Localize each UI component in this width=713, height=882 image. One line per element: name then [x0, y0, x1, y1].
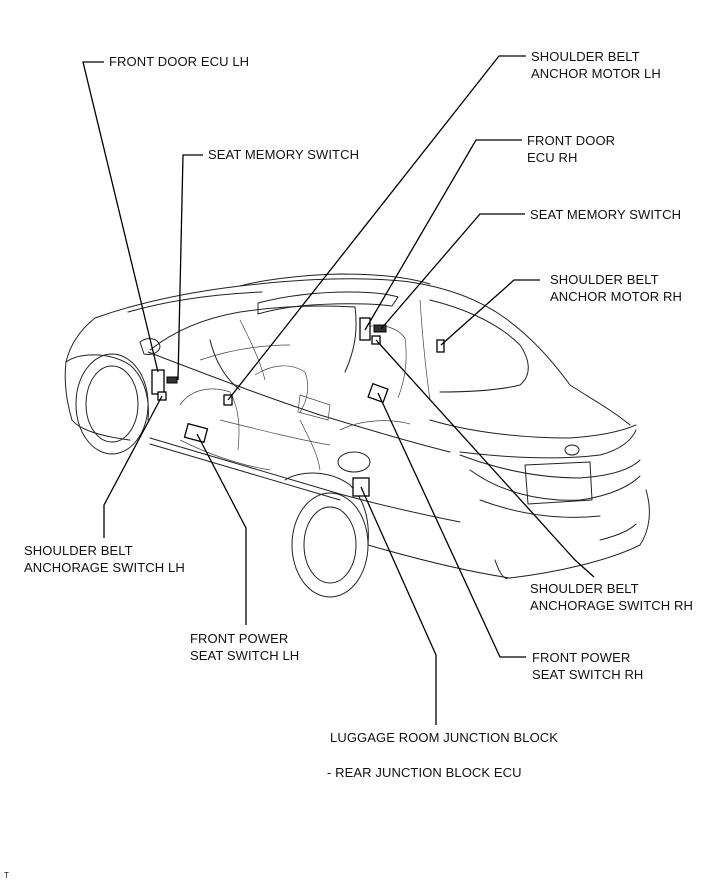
label-shoulder-belt-anchor-motor-rh: SHOULDER BELT ANCHOR MOTOR RH	[550, 272, 682, 304]
leader-front-door-ecu-rh	[364, 139, 522, 331]
leader-front-door-ecu-lh	[82, 61, 159, 373]
label-shoulder-belt-anchorage-switch-rh: SHOULDER BELT ANCHORAGE SWITCH RH	[530, 581, 693, 613]
label-rear-junction-block-ecu: - REAR JUNCTION BLOCK ECU	[327, 765, 522, 780]
label-front-door-ecu-lh: FRONT DOOR ECU LH	[109, 54, 250, 69]
label-seat-memory-switch-lh: SEAT MEMORY SWITCH	[208, 147, 360, 162]
label-luggage-room-junction-block: LUGGAGE ROOM JUNCTION BLOCK	[330, 730, 559, 745]
corner-mark: T	[4, 871, 9, 880]
label-seat-memory-switch-rh: SEAT MEMORY SWITCH	[530, 207, 682, 222]
label-front-power-seat-switch-rh: FRONT POWER SEAT SWITCH RH	[532, 650, 644, 682]
seat-memory-switch-lh-part	[166, 376, 178, 384]
leader-seat-memory-switch-rh	[380, 213, 525, 330]
front-door-ecu-lh-part	[151, 369, 165, 395]
label-shoulder-belt-anchorage-switch-lh: SHOULDER BELT ANCHORAGE SWITCH LH	[24, 543, 185, 575]
leader-shoulder-belt-anchor-motor-lh	[227, 55, 526, 401]
shoulder-belt-anchor-motor-rh-part	[436, 339, 445, 353]
leader-front-power-seat-switch-lh	[196, 433, 247, 625]
car-outline	[64, 273, 650, 598]
leader-shoulder-belt-anchorage-switch-lh	[103, 395, 163, 538]
leader-seat-memory-switch-lh	[177, 154, 203, 381]
leader-front-power-seat-switch-rh	[377, 392, 526, 658]
leader-shoulder-belt-anchor-motor-rh	[440, 279, 540, 346]
front-power-seat-switch-lh-part	[183, 422, 209, 444]
seat-memory-switch-rh-part	[373, 324, 387, 333]
label-front-door-ecu-rh: FRONT DOOR ECU RH	[527, 133, 616, 165]
label-shoulder-belt-anchor-motor-lh: SHOULDER BELT ANCHOR MOTOR LH	[531, 49, 661, 81]
leader-luggage-room-junction-block	[360, 486, 437, 725]
leader-lines	[82, 55, 595, 725]
leader-shoulder-belt-anchorage-switch-rh	[375, 339, 595, 578]
label-front-power-seat-switch-lh: FRONT POWER SEAT SWITCH LH	[190, 631, 300, 663]
